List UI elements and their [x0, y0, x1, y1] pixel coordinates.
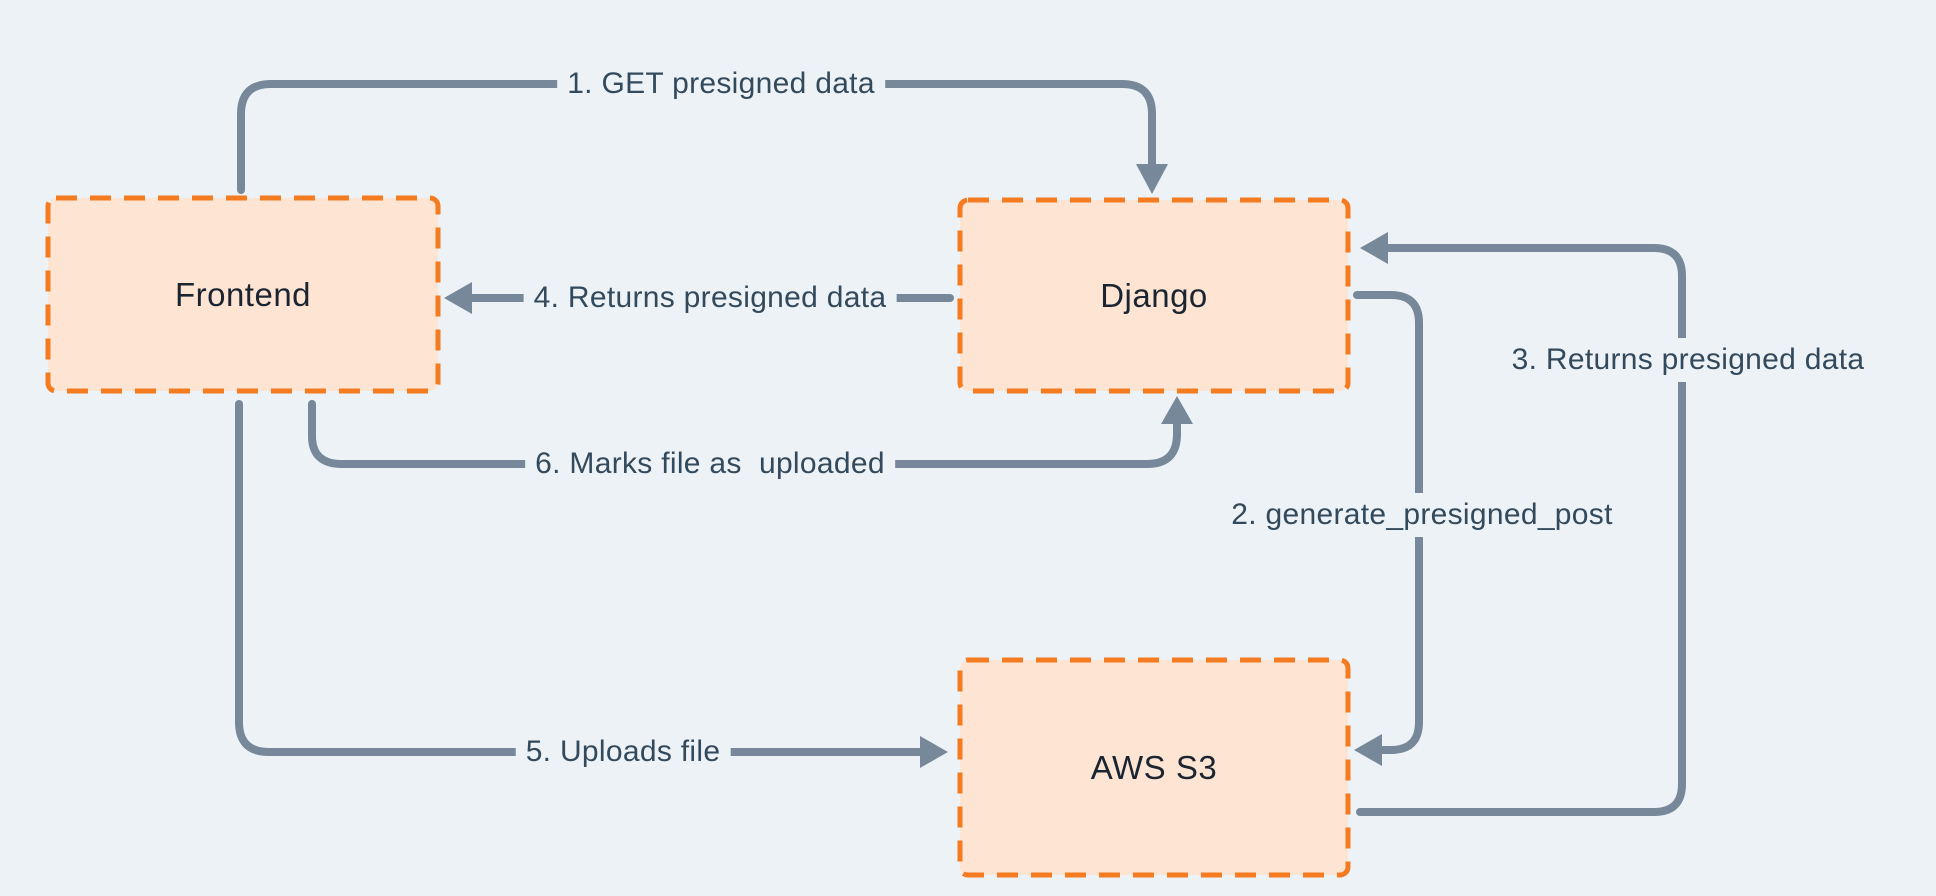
flow-label-returns-presigned-data-frontend: 4. Returns presigned data — [523, 276, 897, 320]
arrowhead-left-icon — [1360, 232, 1388, 264]
arrowhead-up-icon — [1161, 396, 1193, 424]
edge-uploads-file — [235, 400, 926, 756]
django-node-box — [957, 197, 1351, 394]
arrowhead-down-icon — [1136, 164, 1168, 194]
arrowhead-left-icon — [1354, 734, 1382, 766]
edge-returns-presigned-data-to-django — [1356, 244, 1686, 816]
frontend-node-box — [45, 195, 441, 394]
flow-label-get-presigned-data: 1. GET presigned data — [557, 62, 885, 106]
flow-label-marks-file-uploaded: 6. Marks file as uploaded — [525, 442, 895, 486]
arrowhead-right-icon — [920, 736, 948, 768]
aws-s3-node-box — [957, 657, 1351, 878]
arrowhead-left-icon — [444, 282, 472, 314]
flow-label-returns-presigned-data-s3: 3. Returns presigned data — [1501, 338, 1875, 382]
flow-label-uploads-file: 5. Uploads file — [515, 730, 731, 774]
flow-label-generate-presigned-post: 2. generate_presigned_post — [1221, 493, 1623, 537]
